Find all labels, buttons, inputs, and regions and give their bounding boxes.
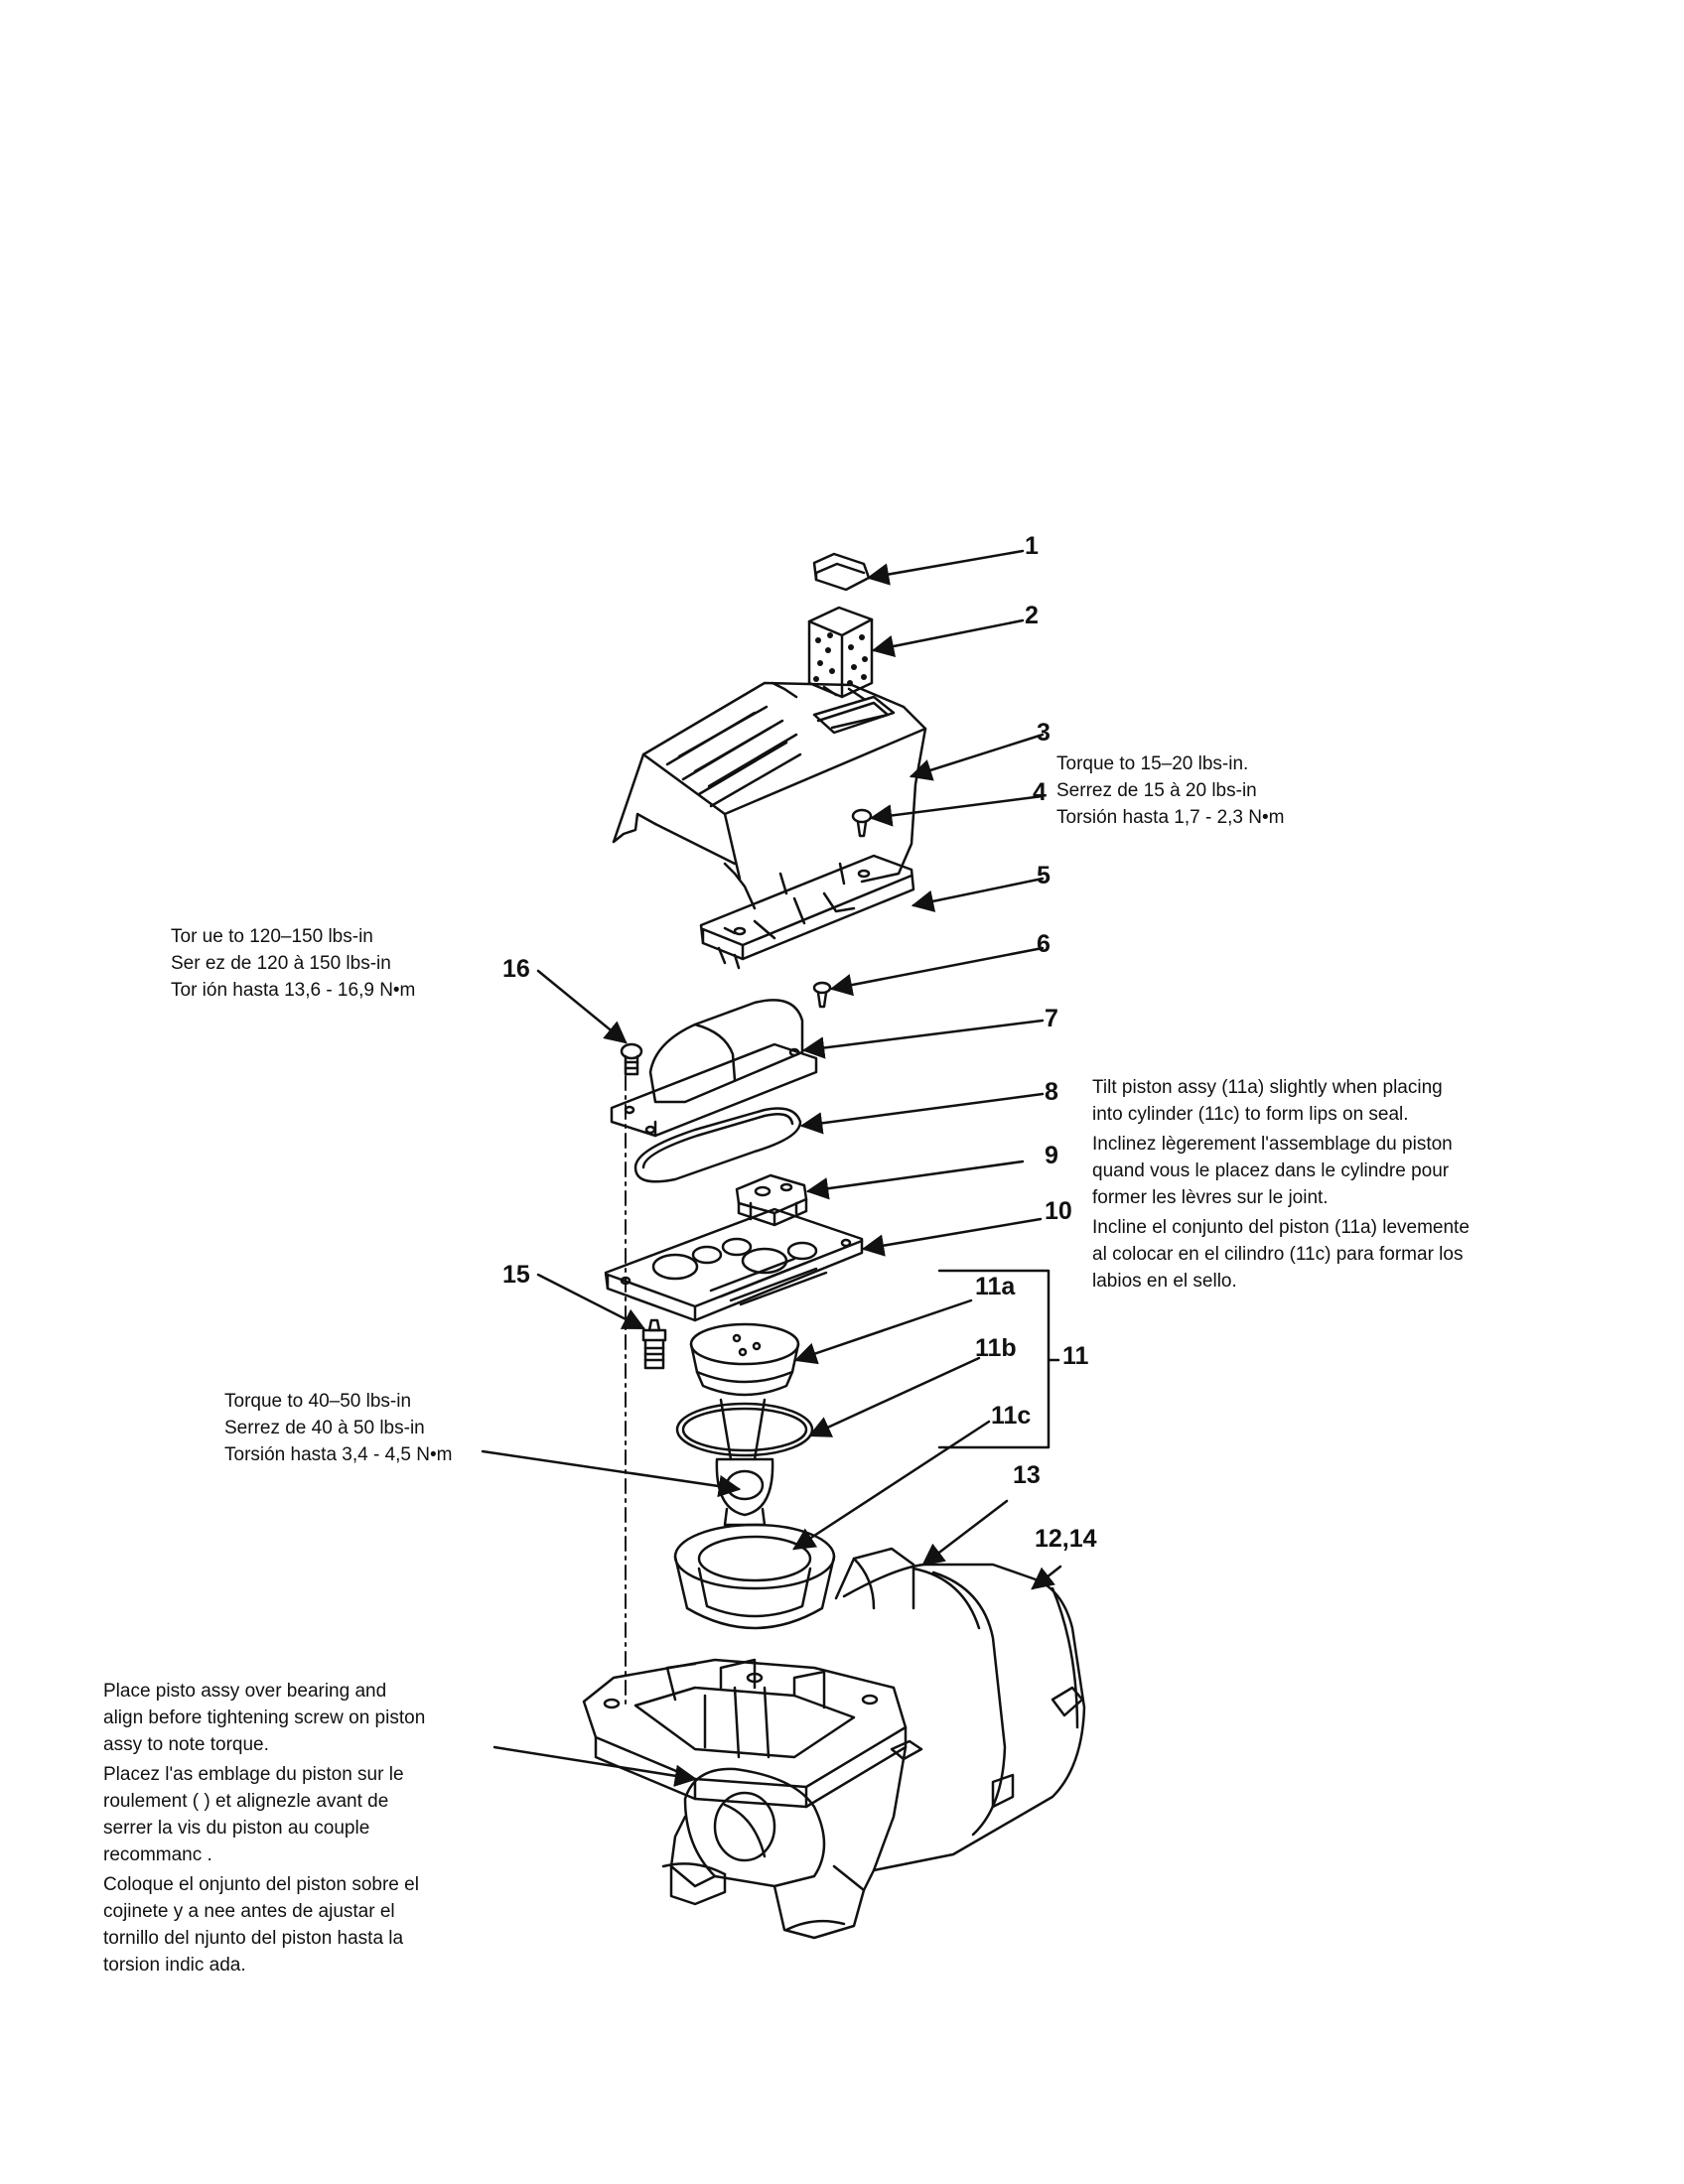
note-line: torsion indic ada. [103, 1955, 246, 1976]
note-french: Inclinez lègerement l'assemblage du pist… [1092, 1131, 1470, 1211]
callout-12-14: 12,14 [1035, 1525, 1097, 1553]
note-line: Tilt piston assy (11a) slightly when pla… [1092, 1077, 1443, 1098]
note-line: Serrez de 40 à 50 lbs-in [224, 1418, 425, 1438]
note-line: cojinete y a nee antes de ajustar el [103, 1901, 395, 1922]
part-5-base-plate [699, 854, 915, 970]
note-line: Tor ión hasta 13,6 - 16,9 N•m [171, 980, 416, 1001]
note-line: Inclinez lègerement l'assemblage du pist… [1092, 1134, 1453, 1155]
part-6-screw [812, 981, 832, 1009]
part-16-head-bolt [620, 1042, 643, 1076]
note-line: quand vous le placez dans le cylindre po… [1092, 1160, 1450, 1181]
callout-5: 5 [1037, 862, 1051, 889]
note-line: Tor ue to 120–150 lbs-in [171, 926, 373, 947]
note-line: serrer la vis du piston au couple [103, 1818, 370, 1839]
callout-11c: 11c [991, 1402, 1032, 1430]
note-line: labios en el sello. [1092, 1271, 1237, 1292]
note-line: Torque to 40–50 lbs-in [224, 1391, 412, 1412]
note-line: Ser ez de 120 à 150 lbs-in [171, 953, 391, 974]
callout-10: 10 [1045, 1197, 1072, 1225]
callout-11b: 11b [975, 1334, 1017, 1362]
callout-13: 13 [1013, 1461, 1041, 1489]
part-7-cylinder-head [610, 999, 818, 1138]
note-french: Placez l'as emblage du piston sur le rou… [103, 1761, 425, 1868]
callout-16: 16 [502, 955, 530, 983]
note-line: Incline el conjunto del piston (11a) lev… [1092, 1217, 1470, 1238]
part-1-filter-cap [812, 552, 871, 592]
note-line: Torque to 15–20 lbs-in. [1056, 753, 1249, 774]
note-bearing-alignment: Place pisto assy over bearing and align … [103, 1678, 425, 1981]
callout-15: 15 [502, 1261, 530, 1289]
note-spanish: Coloque el onjunto del piston sobre el c… [103, 1871, 425, 1979]
note-line: tornillo del njunto del piston hasta la [103, 1928, 404, 1949]
bracket-11 [937, 1269, 1060, 1449]
note-line: roulement ( ) et alignezle avant de [103, 1791, 389, 1812]
callout-6: 6 [1037, 930, 1051, 958]
note-line: former les lèvres sur le joint. [1092, 1187, 1329, 1208]
callout-9: 9 [1045, 1142, 1058, 1169]
note-piston-screw-torque: Torque to 40–50 lbs-in Serrez de 40 à 50… [224, 1388, 452, 1468]
part-15-fitting [641, 1318, 667, 1370]
note-english: Place pisto assy over bearing and align … [103, 1678, 425, 1758]
callout-11a: 11a [975, 1273, 1016, 1300]
part-10-valve-plate [604, 1207, 864, 1322]
note-line: Coloque el onjunto del piston sobre el [103, 1874, 419, 1895]
note-line: Torsión hasta 3,4 - 4,5 N•m [224, 1444, 453, 1465]
note-spanish: Incline el conjunto del piston (11a) lev… [1092, 1214, 1470, 1295]
note-line: assy to note torque. [103, 1734, 269, 1755]
note-line: Place pisto assy over bearing and [103, 1681, 387, 1702]
note-shroud-screw-torque: Torque to 15–20 lbs-in. Serrez de 15 à 2… [1056, 751, 1284, 831]
callout-11: 11 [1062, 1342, 1089, 1370]
note-line: into cylinder (11c) to form lips on seal… [1092, 1104, 1409, 1125]
callout-2: 2 [1025, 602, 1039, 629]
part-12-14-crankcase-motor [582, 1547, 1086, 1940]
part-8-o-ring [633, 1107, 802, 1183]
callout-4: 4 [1033, 778, 1047, 806]
note-line: recommanc . [103, 1844, 212, 1865]
note-line: al colocar en el cilindro (11c) para for… [1092, 1244, 1464, 1265]
note-line: align before tightening screw on piston [103, 1707, 426, 1728]
callout-3: 3 [1037, 719, 1051, 747]
part-3-shroud [612, 681, 927, 910]
callout-8: 8 [1045, 1078, 1058, 1106]
part-11b-connecting-rod [675, 1398, 814, 1527]
note-line: Torsión hasta 1,7 - 2,3 N•m [1056, 807, 1285, 828]
leader-lines [481, 549, 1062, 1787]
part-4-screw [851, 808, 873, 838]
callout-1: 1 [1025, 532, 1039, 560]
note-english: Tilt piston assy (11a) slightly when pla… [1092, 1074, 1470, 1128]
note-line: Serrez de 15 à 20 lbs-in [1056, 780, 1257, 801]
note-line: Placez l'as emblage du piston sur le [103, 1764, 404, 1785]
part-11a-piston-assy [689, 1322, 800, 1397]
note-piston-tilt: Tilt piston assy (11a) slightly when pla… [1092, 1074, 1470, 1297]
part-13-cylinder-sleeve [673, 1523, 836, 1630]
callout-7: 7 [1045, 1005, 1058, 1032]
note-head-bolt-torque: Tor ue to 120–150 lbs-in Ser ez de 120 à… [171, 923, 415, 1004]
